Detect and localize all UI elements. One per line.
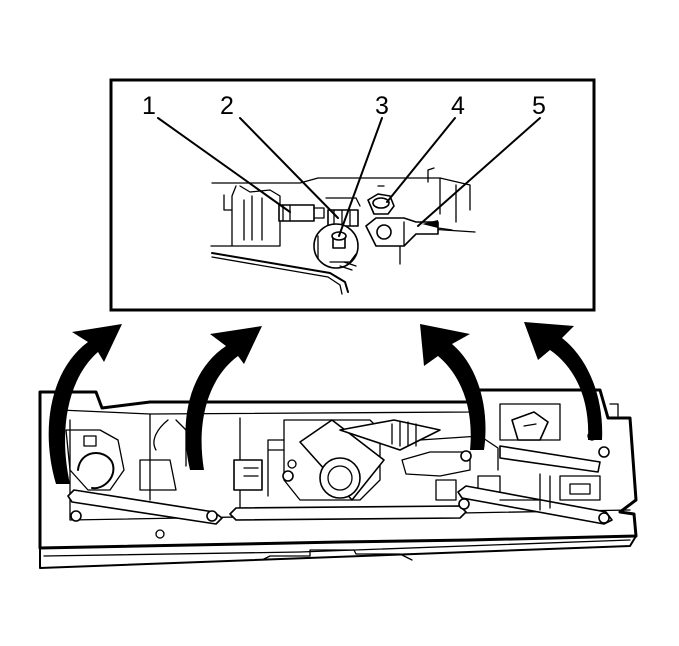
zoom-arrows [48, 322, 603, 484]
connector-part-1 [278, 204, 325, 222]
right-center-components [401, 435, 501, 501]
left-components [65, 419, 187, 491]
inset-frame [109, 78, 596, 312]
callout-4: 4 [451, 92, 465, 120]
arrow-2 [185, 326, 262, 470]
front-lip [261, 549, 413, 561]
center-mechanism [233, 419, 441, 501]
arrow-4 [524, 322, 603, 440]
arrow-1 [48, 324, 122, 484]
right-components [499, 403, 619, 511]
screws [155, 431, 597, 539]
main-assembly [38, 388, 638, 569]
clip-part-2 [325, 197, 361, 227]
callout-3: 3 [375, 92, 389, 120]
left-cable [67, 489, 223, 525]
detail-inset: 1 2 3 4 5 [109, 78, 596, 312]
assembly-body [38, 388, 638, 550]
callout-5: 5 [532, 92, 546, 120]
callout-2: 2 [220, 92, 234, 120]
arrow-3 [420, 324, 486, 450]
center-rods [229, 485, 613, 525]
cable [211, 252, 349, 293]
pivot-part-3 [313, 223, 359, 271]
leader-lines [157, 117, 541, 237]
nut-part-4 [367, 185, 395, 215]
callout-1: 1 [142, 92, 156, 120]
